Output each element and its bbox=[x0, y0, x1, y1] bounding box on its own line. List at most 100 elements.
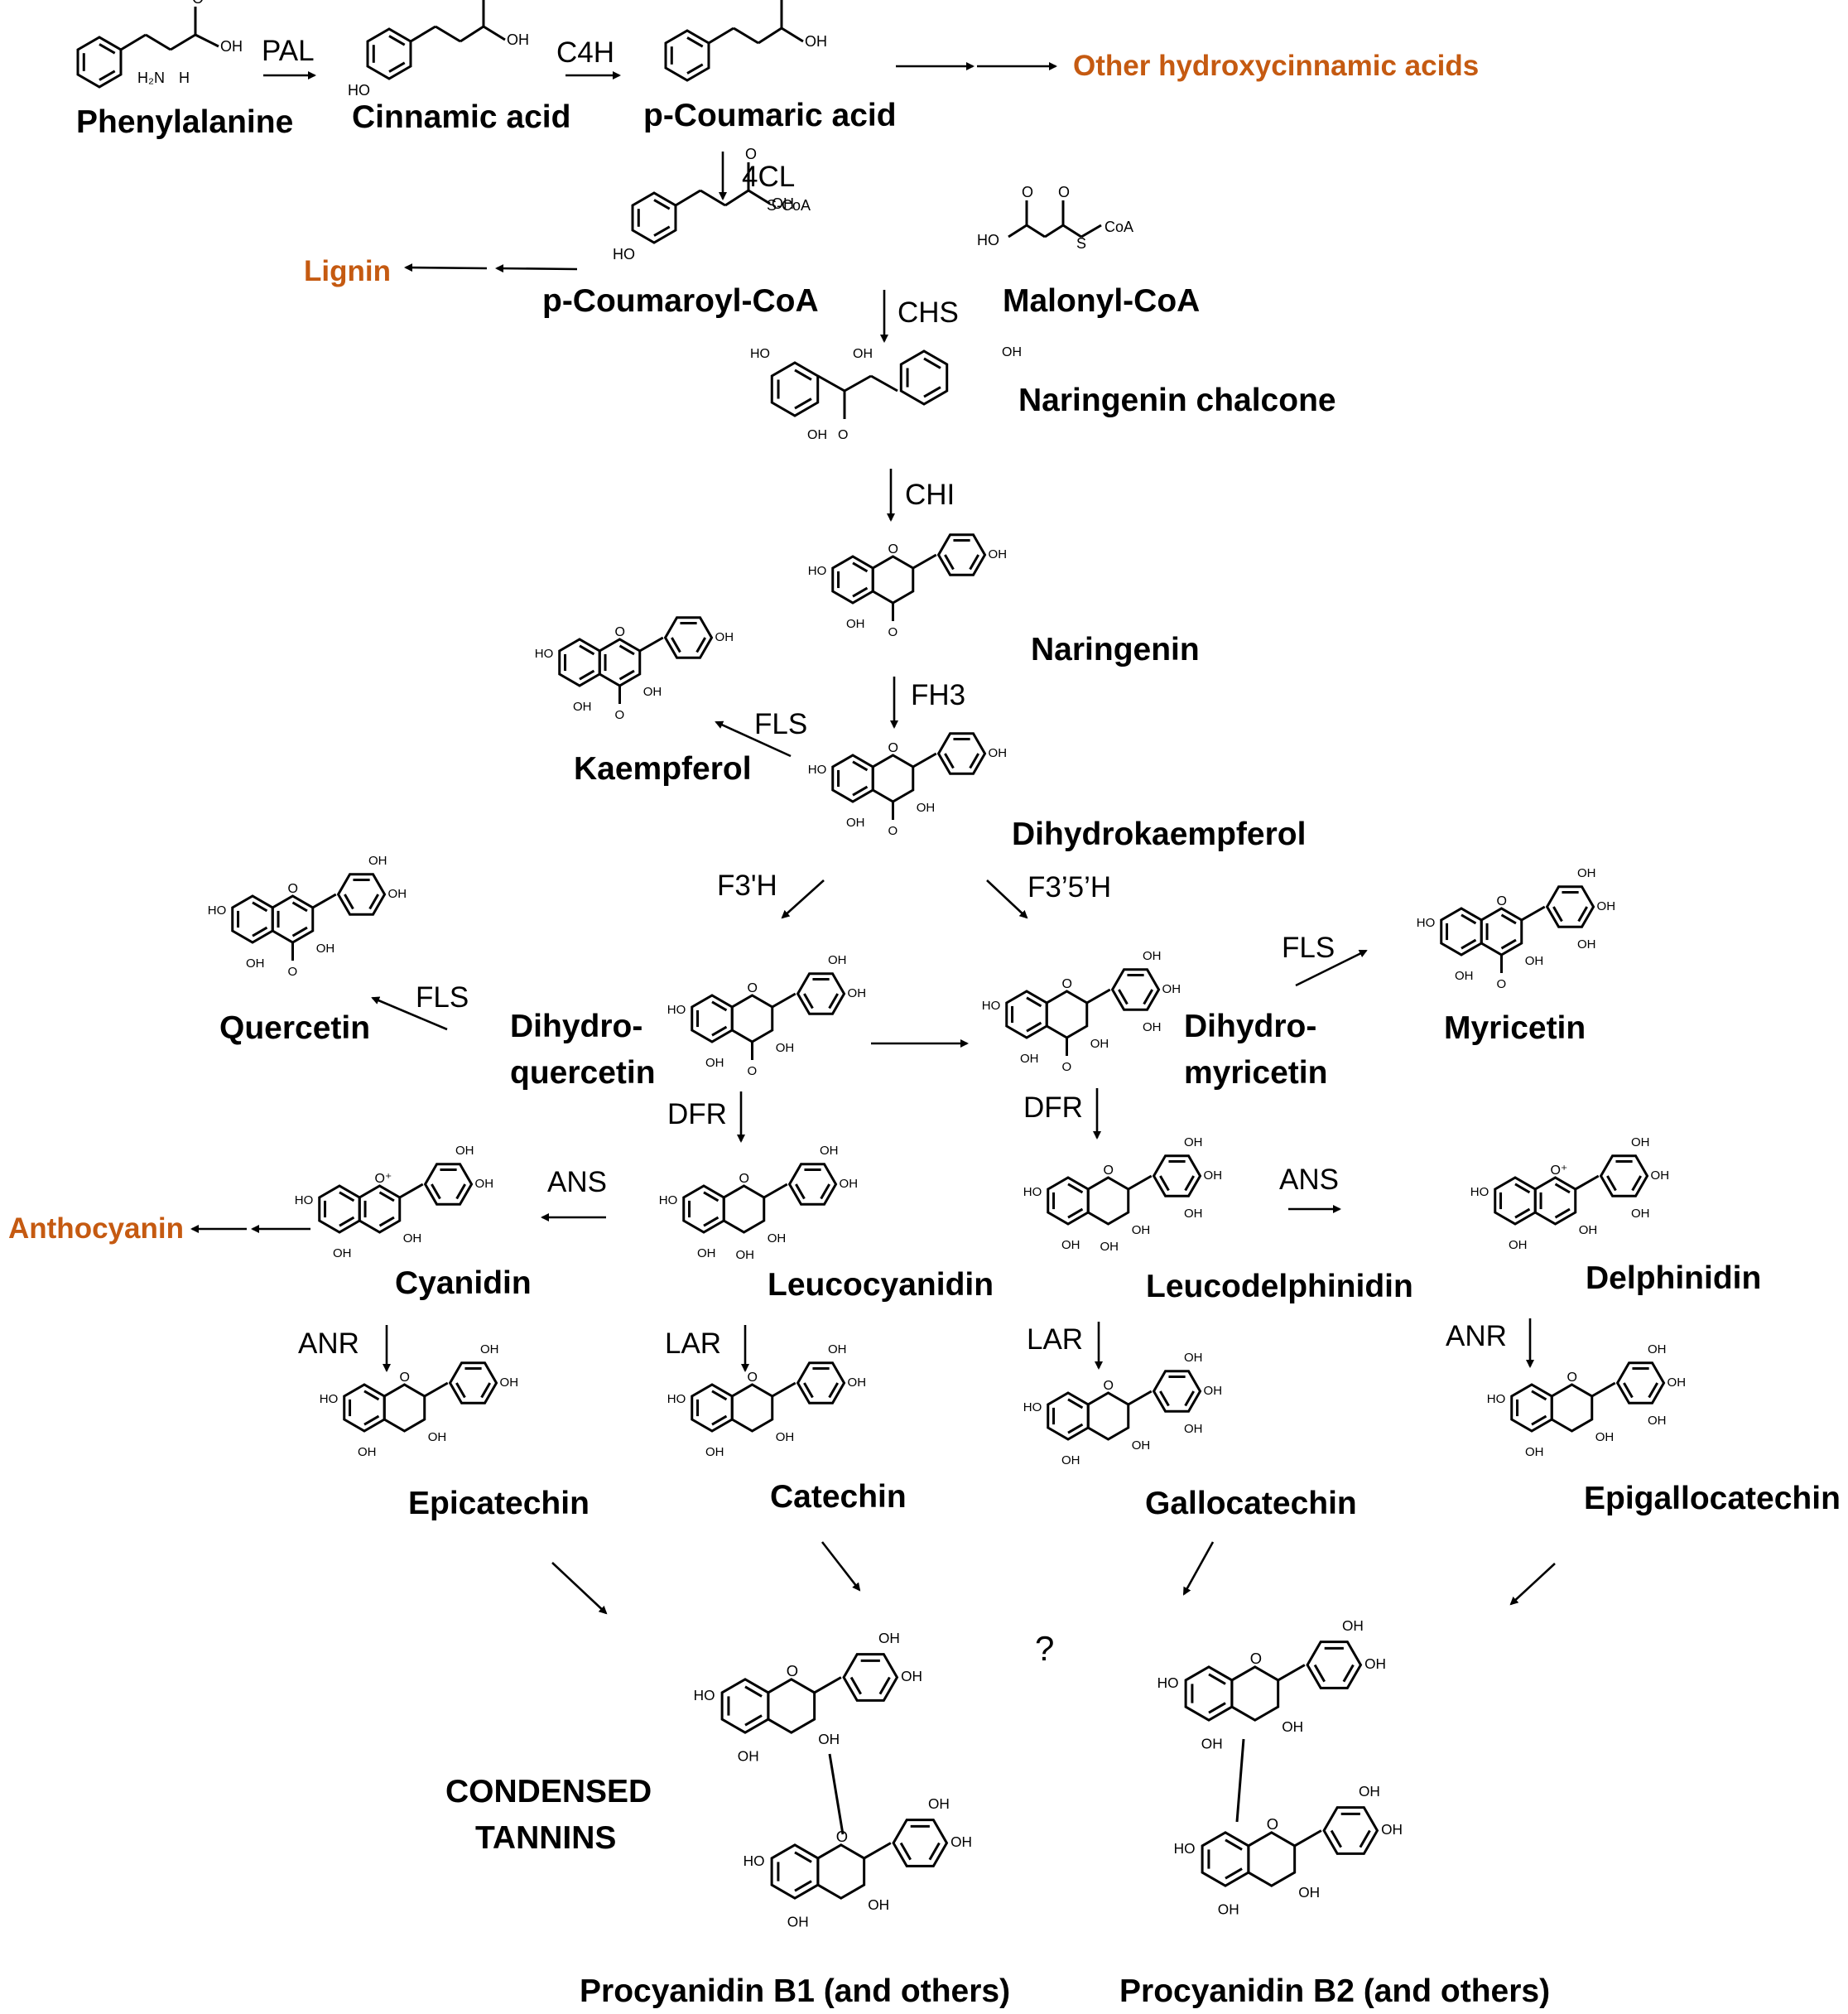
label-delphinidin: Delphinidin bbox=[1586, 1260, 1762, 1296]
atom-label-oh: OH bbox=[1648, 1414, 1667, 1428]
atom-label-oh: OH bbox=[828, 1342, 847, 1356]
atom-label-oh: OH bbox=[1143, 1020, 1162, 1034]
label-cyanidin: Cyanidin bbox=[395, 1265, 532, 1301]
atom-label-oh: OH bbox=[1132, 1438, 1151, 1453]
atom-label-oh: OH bbox=[735, 1248, 754, 1262]
enzyme-fls-quercetin: FLS bbox=[416, 981, 469, 1014]
atom-label-o: O bbox=[1103, 1379, 1113, 1393]
atom-label-o: O bbox=[1061, 1060, 1071, 1074]
atom-label-oh: OH bbox=[715, 630, 734, 644]
atom-label-ho: HO bbox=[535, 647, 554, 661]
enzyme-chs: CHS bbox=[898, 296, 959, 329]
atom-label-oh: OH bbox=[403, 1231, 422, 1246]
label-myricetin: Myricetin bbox=[1444, 1010, 1586, 1046]
atom-label-o: O bbox=[888, 824, 898, 838]
atom-label-oh: OH bbox=[1597, 899, 1616, 913]
enzyme-lar-1: LAR bbox=[665, 1327, 722, 1360]
atom-label-o: O bbox=[1496, 894, 1506, 908]
atom-label-oh: OH bbox=[846, 816, 865, 830]
atom-label-oh: OH bbox=[805, 33, 827, 50]
label-condensed-tannins-line2: TANNINS bbox=[475, 1820, 617, 1856]
atom-label-o: O bbox=[287, 882, 297, 896]
label-naringenin: Naringenin bbox=[1031, 632, 1200, 667]
label-dihydromyricetin-line2: myricetin bbox=[1184, 1055, 1328, 1091]
label-dihydromyricetin-line1: Dihydro- bbox=[1184, 1009, 1317, 1044]
enzyme-c4h: C4H bbox=[556, 36, 615, 69]
atom-label-o: O bbox=[745, 146, 757, 162]
label-gallocatechin: Gallocatechin bbox=[1145, 1486, 1357, 1521]
atom-label-oh: OH bbox=[848, 1376, 867, 1390]
atom-label-oh: OH bbox=[1002, 345, 1022, 359]
atom-label-ho: HO bbox=[667, 1003, 686, 1017]
atom-label-oh: OH bbox=[1132, 1223, 1151, 1237]
label-p-coumaroyl-coa: p-Coumaroyl-CoA bbox=[542, 283, 819, 319]
enzyme-anr-2: ANR bbox=[1446, 1320, 1507, 1352]
atom-label-oh: OH bbox=[1648, 1342, 1667, 1356]
label-leucocyanidin: Leucocyanidin bbox=[768, 1267, 994, 1303]
atom-label-oh: OH bbox=[840, 1177, 859, 1191]
atom-label-ho: HO bbox=[1174, 1840, 1196, 1857]
enzyme-fls-myricetin: FLS bbox=[1282, 932, 1335, 964]
label-dihydrokaempferol: Dihydrokaempferol bbox=[1012, 817, 1307, 852]
atom-label-ho: HO bbox=[320, 1392, 339, 1406]
atom-label-h2n: H₂N bbox=[137, 70, 165, 86]
atom-label-ho: HO bbox=[1417, 916, 1436, 930]
label-dihydroquercetin-line2: quercetin bbox=[510, 1055, 656, 1091]
question-mark: ? bbox=[1035, 1629, 1055, 1668]
atom-label-oh: OH bbox=[1162, 982, 1181, 996]
atom-label-oh: OH bbox=[246, 956, 265, 971]
atom-label-oh: OH bbox=[878, 1630, 900, 1646]
atom-label-ho: HO bbox=[348, 82, 370, 99]
atom-label-oh: OH bbox=[475, 1177, 494, 1191]
label-dihydroquercetin-line1: Dihydro- bbox=[510, 1009, 643, 1044]
atom-label-oh: OH bbox=[1298, 1884, 1320, 1901]
atom-label-oh: OH bbox=[1668, 1376, 1687, 1390]
enzyme-anr-1: ANR bbox=[298, 1327, 359, 1360]
enzyme-dfr-2: DFR bbox=[1023, 1091, 1083, 1124]
atom-label-oh: OH bbox=[828, 953, 847, 967]
atom-label-oh: OH bbox=[1381, 1821, 1403, 1838]
atom-label-oh: OH bbox=[950, 1833, 972, 1850]
atom-label-o: O bbox=[1267, 1815, 1278, 1833]
atom-label-oh: OH bbox=[507, 31, 529, 48]
atom-label-oh: OH bbox=[1651, 1168, 1670, 1183]
atom-label-oh: OH bbox=[868, 1896, 889, 1913]
enzyme-4cl: 4CL bbox=[742, 161, 796, 193]
atom-label-oh: OH bbox=[1184, 1207, 1203, 1221]
label-phenylalanine: Phenylalanine bbox=[76, 104, 294, 140]
atom-label-oh: OH bbox=[480, 1342, 499, 1356]
atom-label-oh: OH bbox=[358, 1445, 377, 1459]
atom-label-o: O bbox=[287, 965, 297, 979]
atom-label-oh: OH bbox=[1595, 1430, 1615, 1444]
atom-label-o: O bbox=[836, 1828, 848, 1845]
enzyme-pal: PAL bbox=[262, 35, 315, 67]
atom-label-oh: OH bbox=[807, 428, 827, 442]
enzyme-f35h: F3’5’H bbox=[1027, 871, 1112, 903]
atom-label-oh: OH bbox=[1184, 1135, 1203, 1149]
atom-label-o: O bbox=[888, 542, 898, 556]
atom-label-o: O bbox=[399, 1371, 409, 1385]
atom-label-o: O bbox=[614, 625, 624, 639]
arrow-fls-kaempferol bbox=[715, 720, 792, 758]
label-catechin: Catechin bbox=[770, 1479, 907, 1515]
atom-label-ho: HO bbox=[694, 1687, 715, 1703]
atom-label-oh: OH bbox=[1509, 1238, 1528, 1252]
atom-label-ho: HO bbox=[808, 564, 827, 578]
atom-label-oh: OH bbox=[333, 1246, 352, 1260]
atom-label-oh: OH bbox=[1577, 937, 1596, 952]
atom-label-o: O bbox=[888, 741, 898, 755]
atom-label-oh: OH bbox=[705, 1445, 724, 1459]
atom-label-oh: OH bbox=[989, 547, 1008, 561]
atom-label-ho: HO bbox=[750, 347, 770, 361]
atom-label-oh: OH bbox=[1577, 866, 1596, 880]
arrow-fls-quercetin bbox=[371, 996, 448, 1031]
